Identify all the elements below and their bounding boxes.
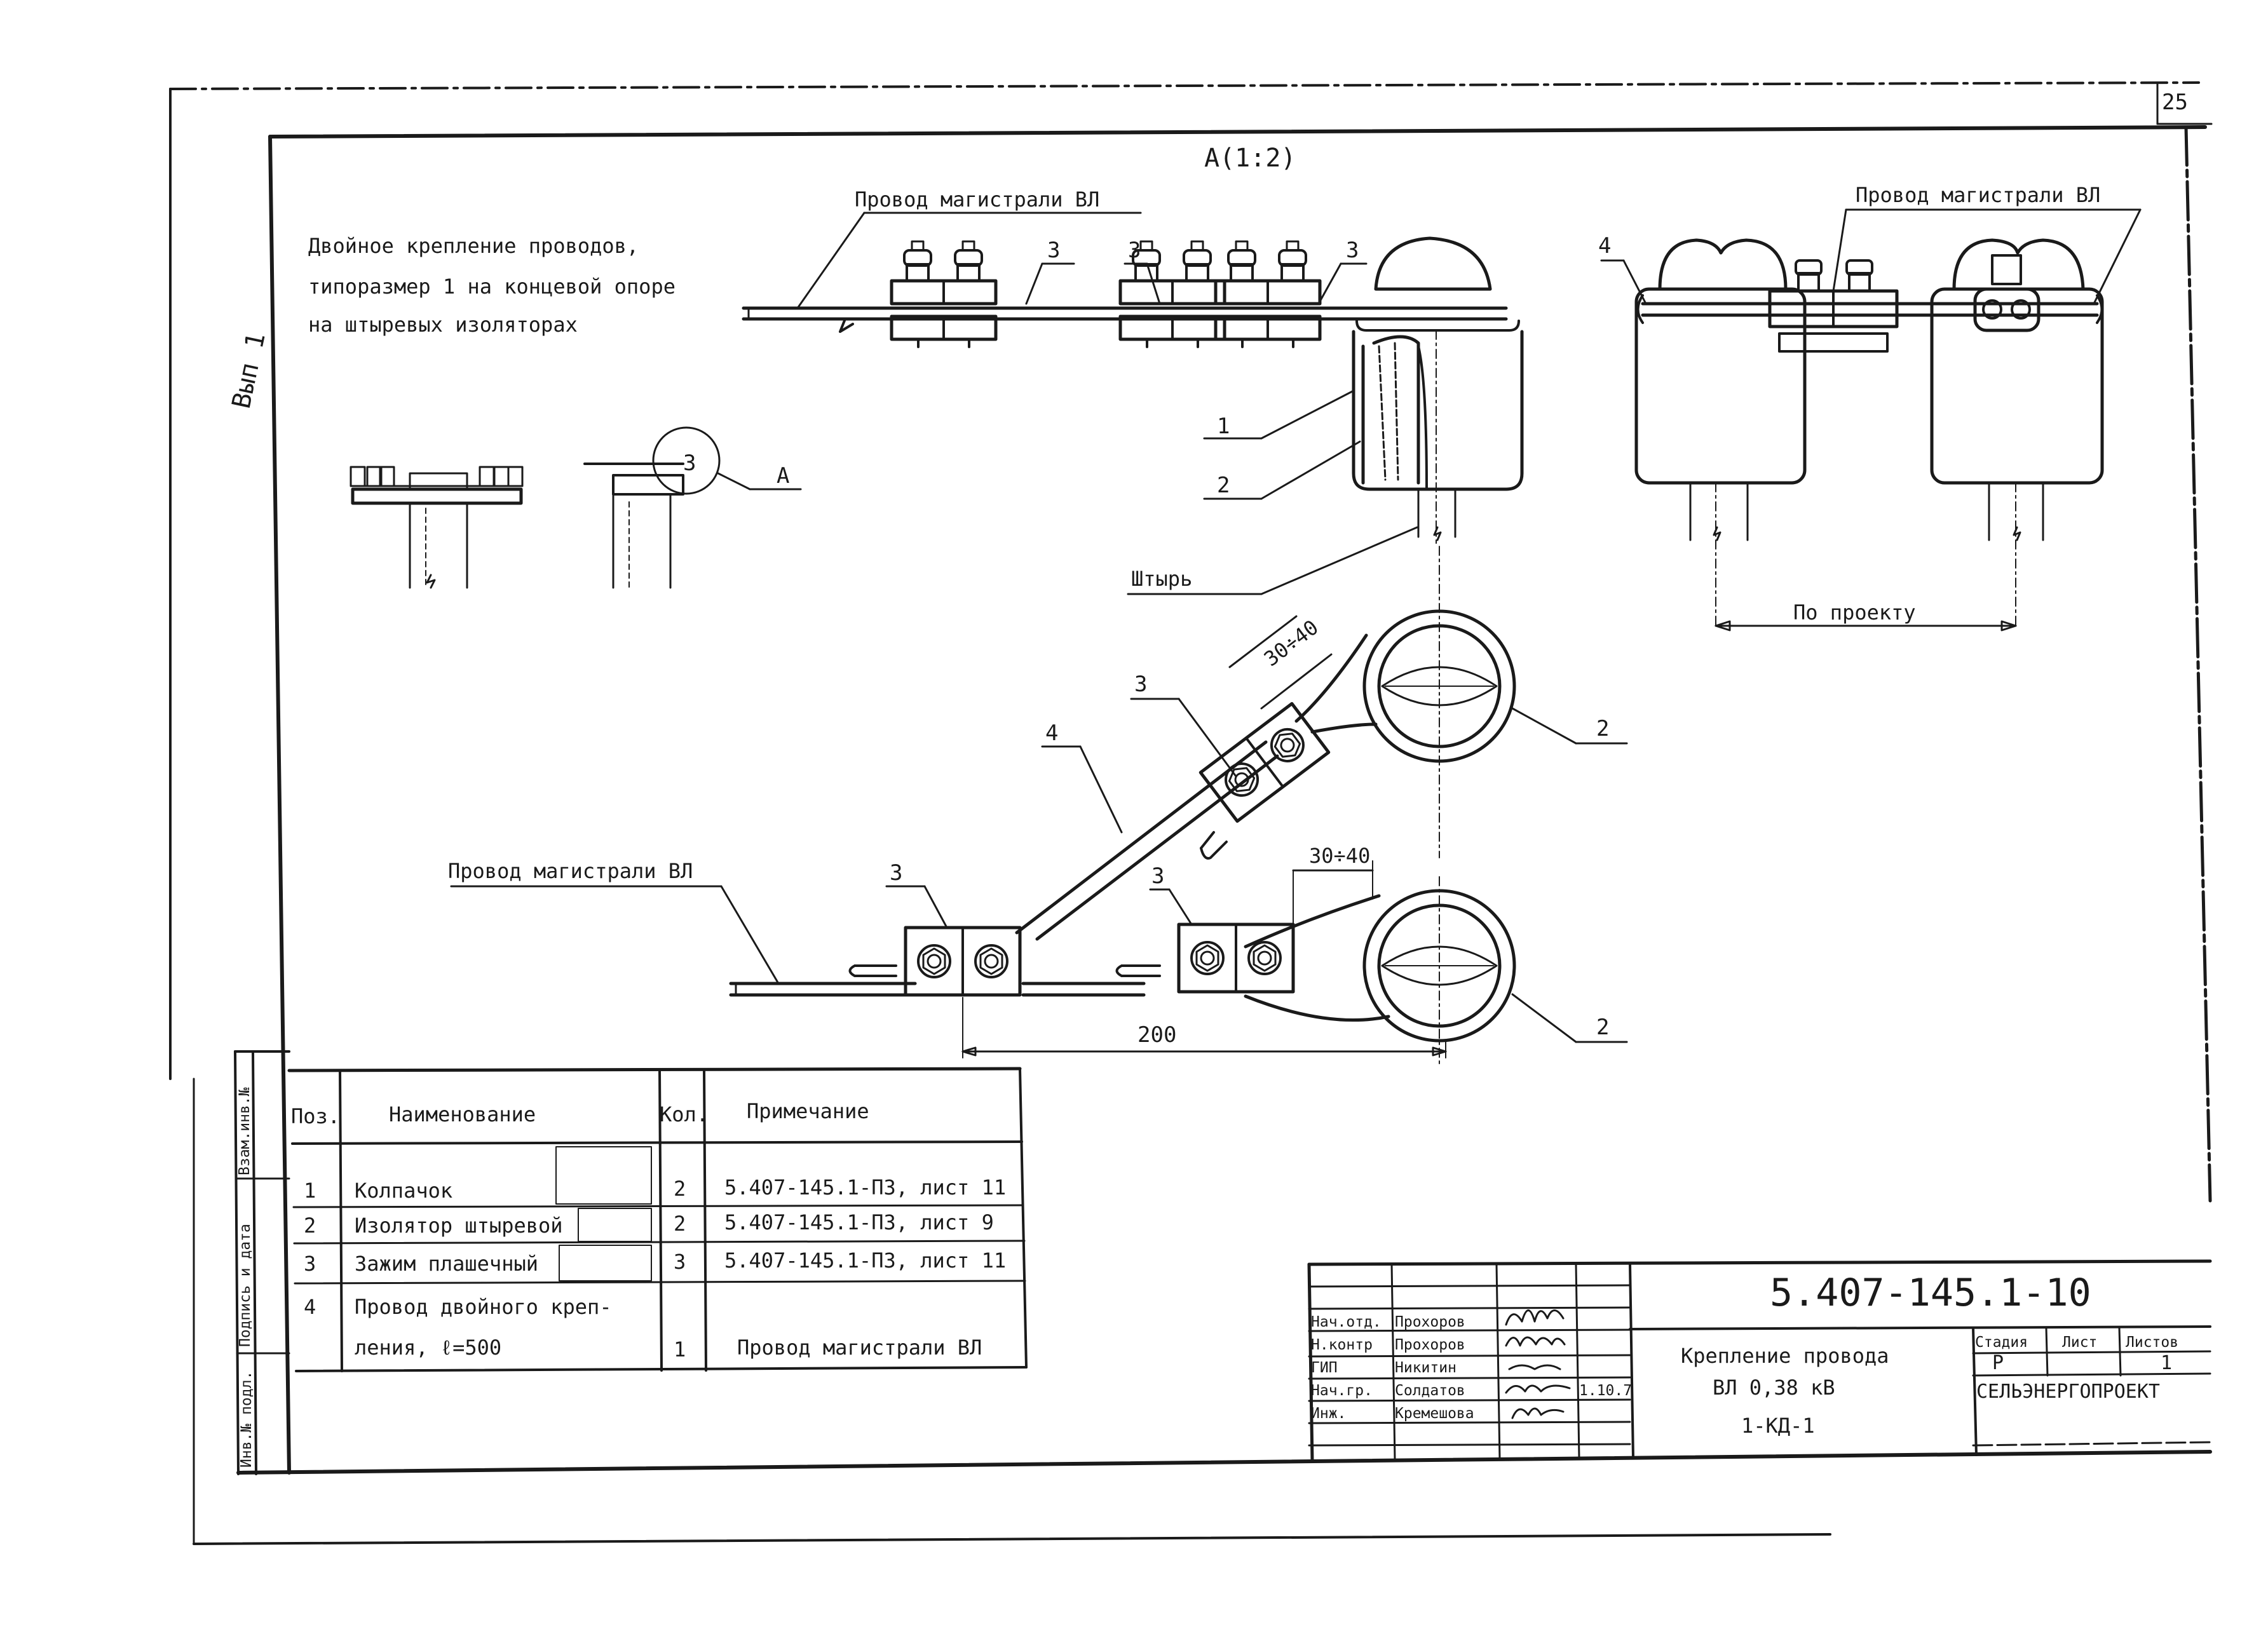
- stage-value: Р: [1992, 1352, 2004, 1374]
- description: Двойное крепление проводов, типоразмер 1…: [308, 234, 676, 337]
- row1-pos: 1: [304, 1179, 316, 1203]
- th-qty: Кол.: [660, 1102, 709, 1126]
- row2-pos: 2: [304, 1213, 316, 1238]
- sheet-label: Лист: [2062, 1334, 2097, 1351]
- row2-qty: 2: [674, 1212, 686, 1236]
- sheets-value: 1: [2161, 1352, 2172, 1374]
- th-note: Примечание: [747, 1099, 869, 1123]
- pin-label: Штырь: [1131, 567, 1192, 591]
- date-value: 1.10.7: [1579, 1382, 1632, 1399]
- row4-name-line2: ления, ℓ=500: [355, 1335, 501, 1360]
- pos2-plan-a: 2: [1596, 716, 1609, 741]
- dim-200: 200: [1137, 1022, 1176, 1048]
- pos3-plan-a: 3: [890, 860, 902, 886]
- pos3-b: 3: [1128, 238, 1141, 263]
- title-line-1: Крепление провода: [1681, 1344, 1889, 1368]
- doc-code: 5.407-145.1-10: [1770, 1271, 2091, 1315]
- row3-pos: 3: [304, 1252, 316, 1276]
- pos3-c: 3: [1346, 238, 1359, 263]
- role-4: Нач.гр.: [1311, 1382, 1373, 1399]
- callout-3-small: 3: [683, 450, 696, 476]
- role-3: ГИП: [1311, 1360, 1338, 1376]
- view-label: А(1:2): [1204, 144, 1296, 173]
- row4-pos: 4: [304, 1295, 316, 1319]
- role-5: Инж.: [1311, 1405, 1346, 1422]
- signatures: [1505, 1309, 1571, 1419]
- side-note: Вып 1: [227, 330, 271, 411]
- stage-label: Стадия: [1975, 1334, 2028, 1351]
- dim-30-40-top: 30÷40: [1260, 615, 1323, 671]
- description-line-3: на штыревых изоляторах: [308, 313, 578, 337]
- row4-note: Провод магистрали ВЛ: [737, 1335, 982, 1360]
- th-pos: Поз.: [291, 1104, 340, 1128]
- role-2: Н.контр: [1311, 1337, 1373, 1353]
- name-1: Прохоров: [1395, 1314, 1465, 1330]
- label-wire-main-plan: Провод магистрали ВЛ: [448, 859, 693, 883]
- name-2: Прохоров: [1395, 1337, 1465, 1353]
- title-line-3: 1-КД-1: [1741, 1414, 1815, 1438]
- row1-qty: 2: [674, 1177, 686, 1201]
- dim-30-40-bottom: 30÷40: [1309, 844, 1370, 868]
- plan-view: Провод магистрали ВЛ 3 3 3 4 2 2 30÷40 3…: [448, 546, 1628, 1068]
- name-3: Никитин: [1395, 1360, 1457, 1376]
- org-name: СЕЛЬЭНЕРГОПРОЕКТ: [1976, 1381, 2160, 1403]
- name-4: Солдатов: [1395, 1382, 1465, 1399]
- name-5: Кремешова: [1395, 1405, 1474, 1422]
- pole-sketch-front: [350, 466, 524, 589]
- description-line-2: типоразмер 1 на концевой опоре: [308, 274, 676, 299]
- label-per-project: По проекту: [1793, 600, 1916, 625]
- pos3-plan-b: 3: [1151, 863, 1164, 889]
- view-right: По проекту Провод магистрали ВЛ 4: [1598, 183, 2142, 632]
- row4-name-line1: Провод двойного креп-: [355, 1295, 612, 1319]
- title-line-2: ВЛ 0,38 кВ: [1713, 1376, 1835, 1400]
- pos2-label: 2: [1217, 473, 1230, 498]
- strip-label-1: Взам.инв.№: [236, 1086, 253, 1175]
- page-frame: [169, 81, 2213, 1545]
- inner-frame: [236, 125, 2212, 1475]
- pos4-right: 4: [1598, 233, 1611, 259]
- strip-label-2: Подпись и дата: [237, 1224, 254, 1347]
- th-name: Наименование: [389, 1102, 536, 1126]
- label-wire-main-right: Провод магистрали ВЛ: [1856, 183, 2100, 207]
- row3-note: 5.407-145.1-ПЗ, лист 11: [724, 1248, 1006, 1273]
- spec-table: Поз. Наименование Кол. Примечание 1 Колп…: [287, 1067, 1028, 1372]
- callout-a: А: [777, 463, 789, 489]
- pos1-label: 1: [1217, 414, 1230, 439]
- strip-label-3: Инв.№ подл.: [238, 1371, 255, 1468]
- row2-name: Изолятор штыревой: [355, 1213, 563, 1238]
- description-line-1: Двойное крепление проводов,: [308, 234, 639, 258]
- row2-note: 5.407-145.1-ПЗ, лист 9: [724, 1210, 994, 1234]
- pole-sketch-side: 3 А: [583, 426, 802, 589]
- row3-qty: 3: [674, 1250, 686, 1274]
- row3-name: Зажим плашечный: [355, 1252, 538, 1276]
- role-1: Нач.отд.: [1311, 1314, 1382, 1330]
- pos2-plan-b: 2: [1596, 1015, 1609, 1040]
- pos3-plan-c: 3: [1134, 672, 1147, 697]
- title-block: 5.407-145.1-10 Крепление провода ВЛ 0,38…: [1307, 1259, 2212, 1463]
- left-strip: Взам.инв.№ Подпись и дата Инв.№ подл.: [234, 1050, 290, 1475]
- row1-name: Колпачок: [355, 1179, 452, 1203]
- pos3-a: 3: [1047, 238, 1060, 263]
- row1-note: 5.407-145.1-ПЗ, лист 11: [724, 1175, 1006, 1200]
- pos4-plan: 4: [1045, 720, 1058, 746]
- row4-qty: 1: [674, 1337, 686, 1362]
- sheets-label: Листов: [2126, 1334, 2178, 1351]
- label-wire-main-top: Провод магистрали ВЛ: [855, 187, 1099, 212]
- page-number: 25: [2162, 90, 2188, 115]
- view-a-left: Провод магистрали ВЛ 3 3 3 1 2 Штырь: [742, 187, 1524, 595]
